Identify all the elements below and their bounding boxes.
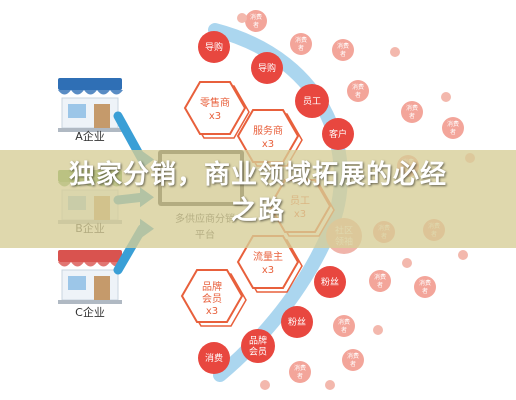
shop-awning (97, 262, 110, 267)
shop-base (58, 300, 122, 304)
consumer-node-label: 消费 (447, 120, 459, 128)
consumer-node-label: 者 (355, 92, 361, 99)
consumer-node-label: 者 (253, 22, 259, 29)
role-node-fans (314, 266, 346, 298)
role-node-staff (295, 84, 329, 118)
consumer-node (332, 39, 354, 61)
shop-window (68, 104, 86, 118)
consumer-node-label: 消费 (419, 279, 431, 287)
shop-awning (84, 90, 97, 95)
consumer-node-label: 消费 (294, 364, 306, 372)
role-node-guide-label: 导购 (258, 62, 276, 74)
role-node-member-label: 品牌 (249, 335, 267, 347)
role-node-fans-label: 粉丝 (288, 316, 306, 328)
consumer-node (369, 270, 391, 292)
hexagon-label: 品牌 (202, 280, 222, 293)
consumer-node-label: 者 (409, 113, 415, 120)
decor-dot (441, 92, 451, 102)
shop-awning (84, 262, 97, 267)
role-node-customer (322, 118, 354, 150)
role-node-consumer (198, 342, 230, 374)
shop-awning (71, 262, 84, 267)
consumer-node-label: 者 (297, 373, 303, 380)
consumer-node-label: 者 (350, 361, 356, 368)
role-node-staff-label: 员工 (303, 96, 321, 107)
hexagon-count: x3 (209, 111, 221, 122)
decor-dot (458, 250, 468, 260)
role-node-member (241, 329, 275, 363)
headline-line-1: 独家分销，商业领域拓展的必经 (68, 160, 447, 190)
shop-awning (58, 262, 71, 267)
consumer-node (442, 117, 464, 139)
consumer-node-label: 消费 (374, 273, 386, 281)
consumer-node-label: 消费 (250, 13, 262, 21)
shop-awning (110, 90, 123, 95)
hexagon-count: x3 (206, 306, 218, 317)
shop-icon (58, 78, 123, 132)
shop-roof (58, 78, 122, 90)
shop-roof (58, 250, 122, 262)
shop-door (94, 104, 110, 128)
shop-window (68, 276, 86, 290)
consumer-node (333, 315, 355, 337)
hexagon-label: 会员 (202, 292, 222, 305)
consumer-node-label: 消费 (347, 352, 359, 360)
role-node-customer-label: 客户 (329, 128, 347, 140)
shop-icon (58, 250, 123, 304)
hexagon-label: 零售商 (200, 96, 230, 109)
consumer-node (290, 33, 312, 55)
shop-awning (58, 90, 71, 95)
decor-dot (402, 258, 412, 268)
consumer-node (289, 361, 311, 383)
decor-dot (390, 47, 400, 57)
headline: 独家分销，商业领域拓展的必经 之路 (0, 157, 516, 229)
consumer-node (347, 80, 369, 102)
role-node-fans (281, 306, 313, 338)
consumer-node-label: 消费 (337, 42, 349, 50)
consumer-node (342, 349, 364, 371)
role-node-guide (251, 52, 283, 84)
role-node-member-label: 会员 (249, 346, 267, 358)
consumer-node-label: 者 (377, 282, 383, 289)
consumer-node-label: 消费 (352, 83, 364, 91)
shop-base (58, 128, 122, 132)
consumer-node-label: 者 (422, 288, 428, 295)
hexagon (183, 81, 247, 135)
shop-awning (71, 90, 84, 95)
shop-awning (97, 90, 110, 95)
role-node-fans-label: 粉丝 (321, 276, 339, 288)
consumer-node-label: 者 (341, 327, 347, 334)
decor-dot (325, 380, 335, 390)
role-node-guide-label: 导购 (205, 41, 223, 53)
role-node-consumer-label: 消费 (205, 352, 223, 364)
company-label: A企业 (75, 129, 105, 143)
hexagon-count: x3 (262, 139, 274, 150)
consumer-node (245, 10, 267, 32)
consumer-node-label: 者 (450, 129, 456, 136)
hexagon (180, 269, 244, 323)
consumer-node-label: 者 (298, 45, 304, 52)
consumer-node (401, 101, 423, 123)
decor-dot (260, 380, 270, 390)
headline-line-2: 之路 (230, 196, 285, 226)
hexagon-label: 服务商 (253, 124, 283, 137)
hexagon-label: 流量主 (253, 250, 283, 263)
decor-dot (237, 13, 247, 23)
consumer-node-label: 消费 (406, 104, 418, 112)
consumer-node-label: 消费 (295, 36, 307, 44)
hexagon-count: x3 (262, 265, 274, 276)
role-node-guide (198, 31, 230, 63)
headline-banner (0, 150, 516, 248)
consumer-node (414, 276, 436, 298)
consumer-node-label: 者 (340, 51, 346, 58)
shop-door (94, 276, 110, 300)
company-label: C企业 (75, 305, 105, 319)
decor-dot (373, 325, 383, 335)
consumer-node-label: 消费 (338, 318, 350, 326)
